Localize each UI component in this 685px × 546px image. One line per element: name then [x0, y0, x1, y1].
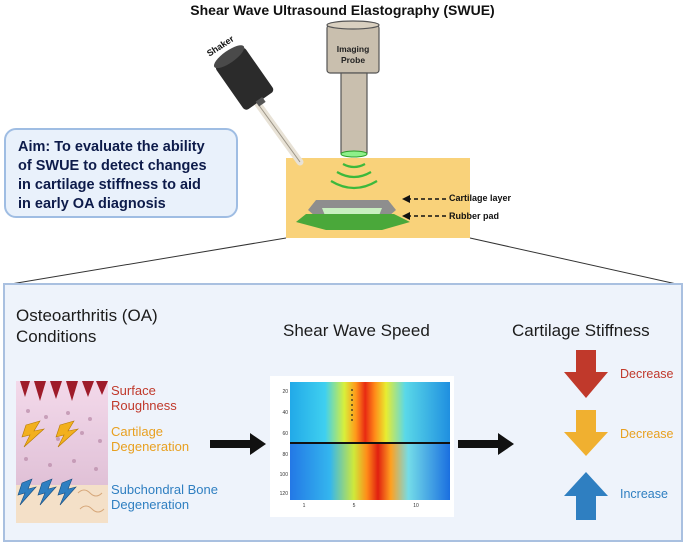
decrease-arrow-icon	[564, 410, 608, 456]
shear-wave-heading: Shear Wave Speed	[283, 321, 430, 340]
subchondral-bone-degeneration-icon	[17, 478, 77, 506]
stiffness-label-cartilage: Decrease	[620, 427, 674, 441]
zoom-line-left	[4, 237, 287, 286]
x-tick-label: 1	[303, 503, 306, 509]
ultrasound-waves-icon	[330, 163, 378, 190]
decrease-arrow-icon	[564, 350, 608, 398]
y-tick-label: 20	[282, 389, 288, 395]
condition-subchondral-bone: Subchondral Bone Degeneration	[111, 482, 218, 512]
conditions-heading: Osteoarthritis (OA) Conditions	[16, 306, 158, 346]
cartilage-tissue-illustration	[16, 381, 108, 523]
y-tick-label: 40	[282, 410, 288, 416]
cartilage-degeneration-icon	[21, 420, 80, 448]
aim-text: Aim: To evaluate the ability of SWUE to …	[18, 139, 207, 212]
x-tick-label: 10	[413, 503, 419, 509]
y-tick-label: 120	[280, 491, 289, 497]
y-tick-label: 80	[282, 452, 288, 458]
condition-cartilage-degeneration: Cartilage Degeneration	[111, 424, 190, 454]
condition-surface-roughness: Surface Roughness	[111, 383, 177, 413]
increase-arrow-icon	[564, 472, 608, 520]
wave-front-dots	[351, 389, 353, 421]
surface-roughness-icon	[20, 381, 108, 401]
stiffness-label-bone: Increase	[620, 487, 668, 501]
x-tick-label: 5	[353, 503, 356, 509]
right-arrow-icon	[210, 433, 266, 455]
lower-speed-region	[290, 444, 450, 500]
probe-label: Imaging Probe	[336, 44, 370, 65]
cartilage-layer-label: Cartilage layer	[449, 193, 512, 203]
zoom-line-right	[469, 237, 682, 286]
rubber-pad-label: Rubber pad	[449, 211, 500, 221]
rubber-pad-shape	[296, 214, 410, 230]
right-arrow-icon	[458, 433, 514, 455]
page-title: Shear Wave Ultrasound Elastography (SWUE…	[190, 2, 495, 18]
imaging-probe-icon	[326, 20, 380, 158]
stiffness-label-surface: Decrease	[620, 367, 674, 381]
upper-speed-region	[290, 382, 450, 444]
shear-wave-speed-map: 20 40 60 80 100 120 1 5 10	[280, 382, 450, 509]
shaker-icon	[213, 45, 274, 110]
y-tick-label: 100	[280, 472, 289, 478]
y-tick-label: 60	[282, 431, 288, 437]
swue-apparatus-illustration	[4, 20, 682, 286]
aim-box: Aim: To evaluate the ability of SWUE to …	[4, 128, 238, 218]
stiffness-heading: Cartilage Stiffness	[512, 321, 650, 340]
